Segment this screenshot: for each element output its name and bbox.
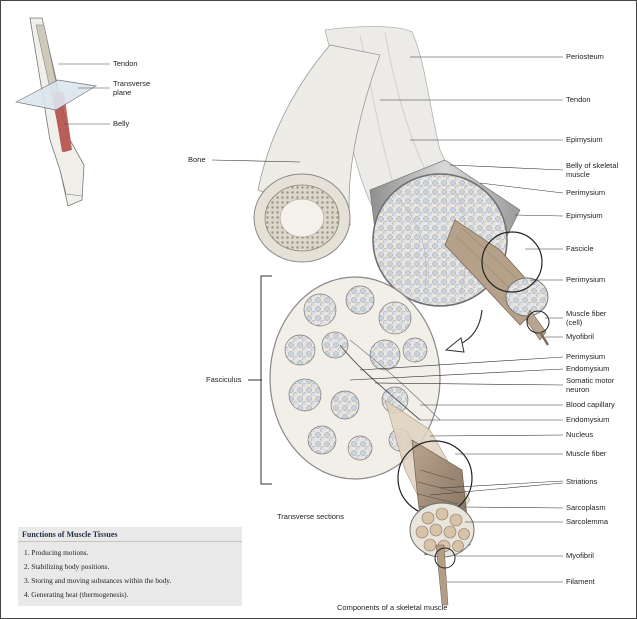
functions-box-title: Functions of Muscle Tissues	[22, 530, 118, 539]
label-periosteum: Periosteum	[566, 53, 604, 62]
label-transverse-plane: Transverse plane	[113, 80, 163, 97]
label-somatic-motor-neuron: Somatic motor neuron	[566, 377, 628, 394]
functions-list: 1. Producing motions. 2. Stabilizing bod…	[24, 546, 171, 602]
label-muscle-fiber-cell: Muscle fiber (cell)	[566, 310, 612, 327]
label-sarcolemma: Sarcolemma	[566, 518, 608, 527]
label-endomysium-1: Endomysium	[566, 365, 609, 374]
label-fasciculus: Fasciculus	[206, 376, 241, 385]
label-nucleus: Nucleus	[566, 431, 593, 440]
label-epimysium-1: Epimysium	[566, 136, 603, 145]
fasciculus-bracket	[248, 276, 272, 484]
label-endomysium-2: Endomysium	[566, 416, 609, 425]
caption-components: Components of a skeletal muscle	[337, 603, 447, 612]
label-filament: Filament	[566, 578, 595, 587]
functions-box-divider	[18, 541, 242, 542]
functions-box: Functions of Muscle Tissues 1. Producing…	[18, 527, 242, 606]
label-sarcoplasm: Sarcoplasm	[566, 504, 606, 513]
functions-list-item: 1. Producing motions.	[24, 546, 171, 560]
label-blood-capillary: Blood capillary	[566, 401, 615, 410]
label-perimysium-1: Perimysium	[566, 189, 605, 198]
functions-list-item: 4. Generating heat (thermogenesis).	[24, 588, 171, 602]
label-arm-tendon: Tendon	[113, 60, 138, 69]
label-belly-of-skeletal-muscle: Belly of skeletal muscle	[566, 162, 628, 179]
label-epimysium-2: Epimysium	[566, 212, 603, 221]
arm-inset	[16, 18, 110, 206]
functions-list-item: 3. Storing and moving substances within …	[24, 574, 171, 588]
label-tendon: Tendon	[566, 96, 591, 105]
label-fascicle: Fascicle	[566, 245, 594, 254]
label-myofibril-1: Myofibril	[566, 333, 594, 342]
curved-arrow	[446, 310, 482, 352]
label-perimysium-3: Perimysium	[566, 353, 605, 362]
label-muscle-fiber: Muscle fiber	[566, 450, 606, 459]
muscle-fiber-illustration	[385, 400, 474, 605]
label-striations: Striations	[566, 478, 597, 487]
caption-transverse-sections: Transverse sections	[277, 512, 344, 521]
label-myofibril-2: Myofibril	[566, 552, 594, 561]
label-bone: Bone	[188, 156, 206, 165]
label-perimysium-2: Perimysium	[566, 276, 605, 285]
label-arm-belly: Belly	[113, 120, 129, 129]
functions-list-item: 2. Stabilizing body positions.	[24, 560, 171, 574]
